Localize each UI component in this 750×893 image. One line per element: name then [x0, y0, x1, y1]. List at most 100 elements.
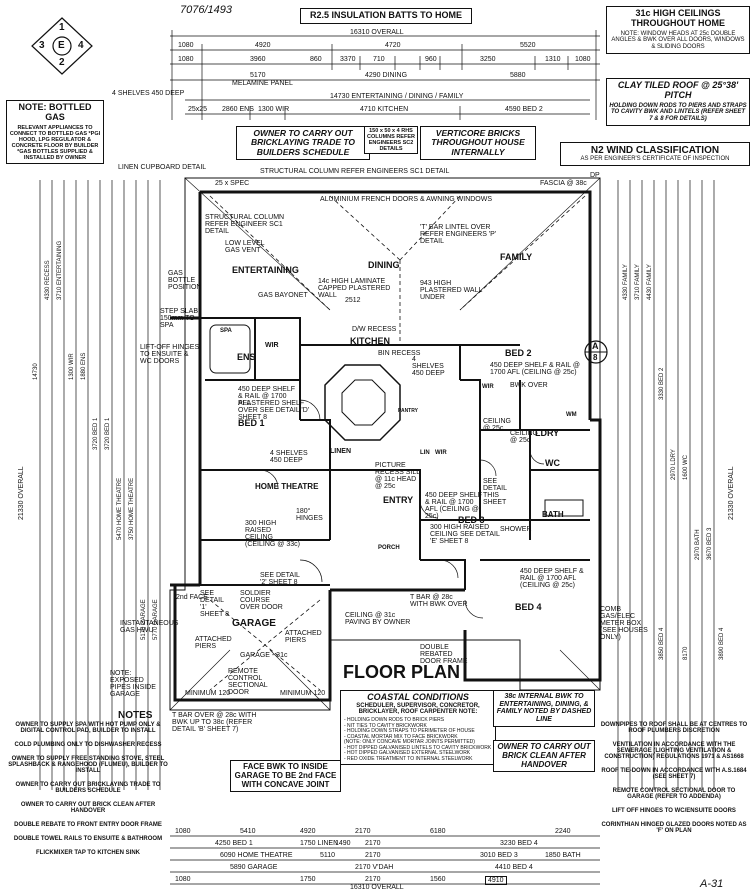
right-dim-10: 8170: [683, 646, 689, 660]
owner-bricklaying: OWNER TO CARRY OUT BRICKLAYING TRADE TO …: [236, 126, 370, 161]
dim-row2-h: 1310: [545, 56, 561, 63]
gas-note-body: RELEVANT APPLIANCES TO CONNECT TO BOTTLE…: [9, 124, 101, 162]
coastal-item-1: - NIT TIES TO CAVITY BRICKWORK: [344, 722, 427, 729]
label-soldier: SOLDIER COURSE OVER DOOR: [240, 590, 283, 611]
note-7: FLICKMIXER TAP TO KITCHEN SINK: [35, 850, 140, 856]
bdim-r5-1: 1750: [300, 876, 316, 883]
label-dp: DP: [590, 172, 600, 179]
dim-row5-e: 4590 BED 2: [505, 106, 543, 113]
room-linen: LINEN: [330, 448, 351, 455]
note-4: OWNER TO CARRY OUT BRICK CLEAN AFTER HAN…: [20, 802, 156, 814]
right-note-3: REMOTE CONTROL SECTIONAL DOOR TO GARAGE …: [612, 788, 736, 800]
label-bin-recess: BIN RECESS: [378, 350, 421, 357]
bdim-r4-0: 5890 GARAGE: [230, 864, 278, 871]
ceilings-box: 31c HIGH CEILINGS THROUGHOUT HOME NOTE: …: [606, 6, 750, 54]
coastal-item-7: - RED OXIDE TREATMENT TO INTERNAL STEELW…: [344, 755, 473, 762]
left-dim-8: 5170 GARAGE: [141, 599, 147, 640]
label-low-level: LOW LEVEL GAS VENT: [225, 240, 265, 254]
room-entertaining: ENTERTAINING: [232, 265, 299, 275]
dim-row5-b: 2860 ENS: [222, 106, 254, 113]
label-shower: SHOWER: [500, 526, 532, 533]
dim-row5-c: 1300 WIR: [258, 106, 290, 113]
verticore-box: VERTICORE BRICKS THROUGHOUT HOUSE INTERN…: [420, 126, 536, 161]
room-entry: ENTRY: [383, 495, 414, 505]
room-bed2: BED 2: [505, 348, 532, 358]
note-1: COLD PLUMBING ONLY TO DISHWASHER RECESS: [14, 742, 162, 748]
dim-row5-a: 25x25: [188, 106, 208, 113]
coastal-title: COASTAL CONDITIONS: [367, 692, 469, 702]
room-kitchen: KITCHEN: [350, 336, 390, 346]
room-ldry: LDRY: [535, 428, 560, 438]
label-dw-recess: D/W RECESS: [352, 326, 397, 333]
label-see-detail: SEE DETAIL THIS SHEET: [483, 478, 507, 506]
linen-cupboard-label: LINEN CUPBOARD DETAIL: [118, 164, 207, 171]
dim-row1-d: 5520: [520, 42, 536, 49]
dim-row2-e: 710: [373, 56, 385, 63]
left-dim-10: 14730: [33, 363, 39, 380]
label-laminate-dim: 2512: [345, 297, 361, 304]
compass-c: E: [58, 40, 65, 51]
coastal-item-0: - HOLDING DOWN RODS TO BRICK PIERS: [344, 717, 445, 724]
dim-row2-i: 1080: [575, 56, 591, 63]
right-note-1: VENTILATION IN ACCORDANCE WITH THE SEWER…: [604, 742, 744, 760]
coastal-item-3: - COASTAL MORTAR MIX TO FACE BRICKWORK: [344, 733, 458, 740]
note-3: OWNER TO CARRY OUT BRICKLAYING TRADE TO …: [15, 782, 161, 794]
label-bed3-shelf: 450 DEEP SHELF & RAIL @ 1700 AFL (CEILIN…: [425, 492, 483, 520]
bdim-r3-1: 5110: [320, 852, 336, 859]
face-bwk-box: FACE BWK TO INSIDE GARAGE TO BE 2nd FACE…: [230, 760, 341, 793]
owner-clean-box: OWNER TO CARRY OUT BRICK CLEAN AFTER HAN…: [493, 740, 595, 773]
label-bed2-shelf: 450 DEEP SHELF & RAIL @ 1700 AFL (CEILIN…: [490, 362, 580, 376]
dim-row2-d: 3370: [340, 56, 356, 63]
bdim-r1-2: 4920: [300, 828, 316, 835]
melamine-label: MELAMINE PANEL: [232, 80, 293, 87]
bdim-r5-2: 2170: [365, 876, 381, 883]
room-dining: DINING: [368, 260, 400, 270]
overall-top: 16310 OVERALL: [350, 29, 404, 36]
roof-body: HOLDING DOWN RODS TO PIERS AND STRAPS TO…: [609, 102, 747, 122]
label-bed1-shelf: 450 DEEP SHELF & RAIL @ 1700 AFL: [238, 386, 296, 407]
wind-title: N2 WIND CLASSIFICATION: [590, 145, 720, 156]
compass-n: 1: [59, 22, 65, 33]
bdim-r1-0: 1080: [175, 828, 191, 835]
dim-row3-a: 5170: [250, 72, 266, 79]
bdim-r1-4: 6180: [430, 828, 446, 835]
right-dim-7: 3670 BED 3: [707, 527, 713, 560]
bdim-r2-4: 3230 BED 4: [500, 840, 538, 847]
page-number: A-31: [700, 878, 724, 890]
coastal-item-5: - HOT DIPPED GALVANISED LINTELS TO CAVIT…: [344, 744, 492, 751]
left-dim-4: 3720 BED 1: [93, 417, 99, 450]
compass-w: 3: [39, 40, 45, 51]
room-bed1: BED 1: [238, 418, 265, 428]
right-dim-0: 4330 FAMILY: [623, 264, 629, 300]
label-struct-col2: STRUCTURAL COLUMN REFER ENGINEERS SC1 DE…: [260, 168, 450, 175]
label-gas-bottle: GAS BOTTLE POSITION: [168, 270, 202, 291]
label-gas-bayonet: GAS BAYONET: [258, 292, 308, 299]
room-home-theatre: HOME THEATRE: [255, 482, 319, 491]
left-dim-2: 1300 WIR: [69, 353, 75, 380]
left-dim-6: 5470 HOME THEATRE: [117, 477, 123, 540]
label-spec: 25 x SPEC: [215, 180, 250, 187]
right-dim-4: 2970 LDRY: [671, 449, 677, 480]
label-double-rebated: DOUBLE REBATED DOOR FRAME: [420, 644, 468, 665]
bdim-r2-1: 1750 LINEN: [300, 840, 339, 847]
coastal-item-2: - HOLDING DOWN STRAPS TO PERIMETER OF HO…: [344, 728, 475, 735]
gas-note-title: NOTE: BOTTLED GAS: [18, 102, 92, 122]
right-dim-6: 2970 BATH: [695, 529, 701, 560]
label-exposed: NOTE: EXPOSED PIPES INSIDE GARAGE: [110, 670, 156, 698]
room-porch: PORCH: [378, 545, 400, 551]
left-dim-3: 1880 ENS: [81, 352, 87, 380]
right-note-4: LIFT OFF HINGES TO WC/ENSUITE DOORS: [612, 808, 736, 814]
dim-row1-b: 4920: [255, 42, 271, 49]
right-note-2: ROOF TIE-DOWN IN ACCORDANCE WITH A.S.168…: [601, 768, 747, 780]
bdim-r3-4: 1850 BATH: [545, 852, 581, 859]
section-marker-letter: A: [592, 341, 599, 351]
label-comb-gas: COMB GAS/ELEC METER BOX (SEE HOUSES ONLY…: [600, 606, 648, 641]
right-note-0: DOWNPIPES TO ROOF SHALL BE AT CENTRES TO…: [600, 722, 748, 734]
label-bwk-over: BWK OVER: [510, 382, 548, 389]
label-remote: REMOTE CONTROL SECTIONAL DOOR: [228, 668, 268, 696]
room-bed3: BED 3: [458, 515, 485, 525]
roof-title: CLAY TILED ROOF @ 25°38' PITCH: [617, 80, 739, 100]
roof-box: CLAY TILED ROOF @ 25°38' PITCH HOLDING D…: [606, 78, 750, 126]
label-attached-piers1: ATTACHED PIERS: [195, 636, 232, 650]
dim-row3-c: 5880: [510, 72, 526, 79]
